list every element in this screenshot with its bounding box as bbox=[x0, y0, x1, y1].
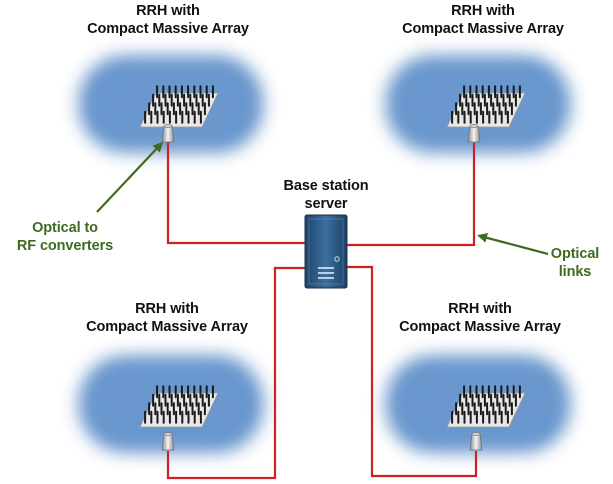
optical-link-bottom-left bbox=[166, 266, 320, 480]
converter-annotation-line1: Optical to bbox=[32, 220, 98, 236]
server-icon bbox=[304, 214, 348, 289]
rrh-title-line1: RRH with bbox=[136, 3, 200, 19]
antenna-array-icon bbox=[139, 385, 219, 428]
rrh-title-line2: Compact Massive Array bbox=[399, 319, 561, 335]
server-label-line2: server bbox=[304, 196, 348, 212]
links-annotation-line1: Optical bbox=[550, 246, 600, 262]
rf-converter-icon bbox=[161, 124, 175, 143]
rrh-title-line2: Compact Massive Array bbox=[402, 21, 564, 37]
rrh-title-line1: RRH with bbox=[451, 3, 515, 19]
server-label-line1: Base station bbox=[283, 178, 369, 194]
rrh-title-bottom-left: RRH with Compact Massive Array bbox=[62, 300, 272, 336]
antenna-arrays bbox=[139, 85, 526, 451]
optical-links bbox=[166, 142, 478, 480]
rrh-title-top-right: RRH with Compact Massive Array bbox=[378, 2, 588, 38]
optical-link-top-right bbox=[346, 143, 476, 247]
rrh-title-line2: Compact Massive Array bbox=[87, 21, 249, 37]
rrh-title-line1: RRH with bbox=[448, 301, 512, 317]
links-annotation-line2: links bbox=[558, 264, 592, 280]
antenna-array-icon bbox=[139, 85, 219, 128]
rrh-title-line1: RRH with bbox=[135, 301, 199, 317]
server-label: Base station server bbox=[256, 177, 396, 213]
rf-converter-icon bbox=[469, 432, 483, 451]
converter-annotation-line2: RF converters bbox=[16, 238, 114, 254]
optical-link-bottom-right bbox=[344, 265, 478, 478]
rrh-title-bottom-right: RRH with Compact Massive Array bbox=[375, 300, 585, 336]
optical-link-top-left bbox=[166, 142, 307, 245]
rf-converter-icon bbox=[467, 124, 481, 143]
antenna-array-icon bbox=[446, 85, 526, 128]
rf-converter-icon bbox=[161, 432, 175, 451]
links-pointer-arrow bbox=[477, 232, 549, 256]
links-annotation: Optical links bbox=[538, 245, 612, 281]
rrh-title-top-left: RRH with Compact Massive Array bbox=[68, 2, 268, 38]
antenna-array-icon bbox=[446, 385, 526, 428]
converter-annotation: Optical to RF converters bbox=[2, 219, 128, 255]
rrh-title-line2: Compact Massive Array bbox=[86, 319, 248, 335]
converter-pointer-arrow bbox=[96, 141, 164, 213]
